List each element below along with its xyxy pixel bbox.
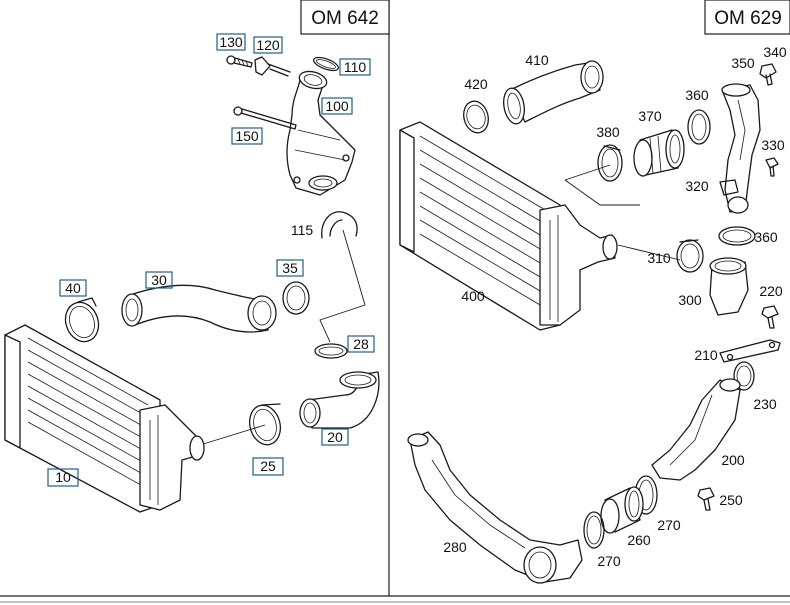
label-text-100: 100: [325, 98, 349, 114]
leader-380-400: [564, 164, 640, 206]
part-28-oring: [314, 343, 348, 359]
part-10-intercooler: [4, 324, 205, 513]
label-360-lower: 360: [754, 229, 778, 245]
part-20-elbow: [299, 371, 380, 429]
label-text-110: 110: [344, 59, 367, 75]
part-300-elbow: [709, 257, 749, 316]
part-340-bolt: [759, 63, 777, 86]
label-35: 35: [276, 259, 304, 277]
label-380: 380: [596, 124, 620, 140]
label-340: 340: [763, 44, 787, 60]
label-400: 400: [461, 288, 485, 304]
part-120-clip: [254, 56, 291, 77]
part-100-throttle-housing: [286, 70, 356, 196]
part-370-coupler: [633, 129, 685, 177]
part-210-bracket: [719, 339, 781, 363]
part-220-bolt: [761, 305, 779, 329]
label-text-130: 130: [219, 34, 243, 50]
label-210: 210: [694, 347, 718, 363]
part-280-duct: [407, 431, 583, 584]
label-150: 150: [231, 127, 263, 145]
title-om642: OM 642: [311, 8, 379, 29]
label-260: 260: [627, 532, 651, 548]
part-400-intercooler: [399, 121, 618, 331]
part-230-oring: [733, 361, 755, 391]
label-text-25: 25: [260, 458, 276, 474]
label-text-30: 30: [151, 272, 167, 288]
label-270-upper: 270: [657, 517, 681, 533]
label-270-lower: 270: [597, 553, 621, 569]
label-280: 280: [443, 539, 467, 555]
label-250: 250: [719, 492, 743, 508]
label-350: 350: [731, 55, 755, 71]
label-310: 310: [647, 250, 671, 266]
label-10: 10: [47, 468, 79, 487]
part-360-ring-upper: [687, 109, 711, 145]
label-220: 220: [759, 283, 783, 299]
part-115-clip: [321, 211, 358, 239]
label-360-upper: 360: [685, 87, 709, 103]
label-330: 330: [761, 137, 785, 153]
part-250-bolt: [697, 487, 715, 511]
label-110: 110: [339, 58, 371, 76]
label-30: 30: [145, 271, 173, 289]
title-box-om629: OM 629: [704, 0, 790, 35]
label-text-150: 150: [235, 128, 259, 144]
part-130-bolt: [226, 55, 253, 68]
title-box-om642: OM 642: [300, 0, 390, 35]
part-360-ring-lower: [718, 226, 756, 246]
label-120: 120: [253, 36, 283, 54]
part-310-clamp: [676, 239, 704, 273]
label-300: 300: [678, 292, 702, 308]
part-380-clamp: [597, 144, 623, 182]
label-40: 40: [59, 279, 87, 297]
title-om629: OM 629: [714, 8, 782, 29]
label-420: 420: [464, 76, 488, 92]
label-230: 230: [753, 396, 777, 412]
part-110-oring: [313, 56, 339, 72]
part-270-oring-lower: [583, 511, 605, 549]
label-28: 28: [347, 335, 375, 353]
label-text-20: 20: [327, 429, 343, 445]
label-130: 130: [216, 33, 246, 51]
label-text-10: 10: [55, 469, 71, 485]
part-420-clamp: [463, 100, 489, 134]
part-260-coupler: [600, 486, 644, 534]
leader-310: [617, 244, 681, 261]
part-410-hose: [503, 60, 604, 125]
label-text-40: 40: [65, 280, 81, 296]
leader-25: [199, 424, 266, 446]
label-410: 410: [525, 52, 549, 68]
label-200: 200: [721, 452, 745, 468]
part-35-oring: [282, 281, 310, 315]
label-text-120: 120: [256, 37, 280, 53]
label-370: 370: [638, 108, 662, 124]
part-200-duct: [651, 378, 741, 481]
leader-115-28: [319, 229, 366, 343]
part-330-bolt: [765, 157, 779, 177]
label-text-35: 35: [282, 260, 298, 276]
label-100: 100: [321, 97, 353, 115]
label-25: 25: [252, 457, 284, 476]
label-text-28: 28: [353, 336, 369, 352]
label-320: 320: [685, 178, 709, 194]
part-150-bolt: [233, 106, 297, 130]
part-30-hose: [121, 284, 277, 333]
part-320-bracket: [719, 179, 739, 196]
part-40-clamp: [64, 297, 100, 343]
label-20: 20: [321, 428, 349, 446]
label-115: 115: [291, 222, 314, 238]
